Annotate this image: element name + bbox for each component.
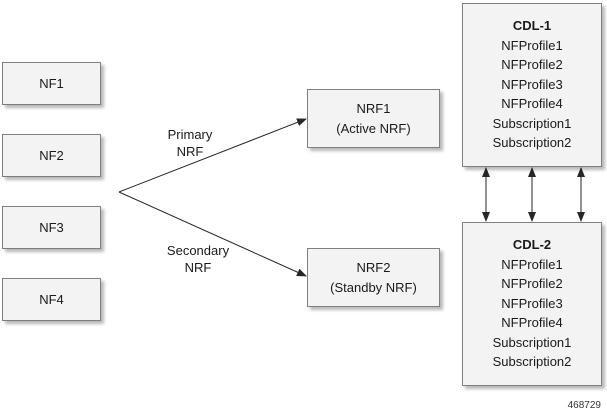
nrf1-name: NRF1 — [356, 101, 391, 116]
cdl1-box: CDL-1 NFProfile1 NFProfile2 NFProfile3 N… — [462, 3, 602, 167]
secondary-nrf-label: Secondary NRF — [150, 242, 246, 276]
figure-id: 468729 — [567, 400, 601, 411]
cdl2-title: CDL-2 — [512, 237, 552, 252]
nrf1-box: NRF1 (Active NRF) — [307, 89, 440, 148]
cdl1-title: CDL-1 — [512, 18, 552, 33]
secondary-arrow — [118, 191, 307, 277]
cdl2-item: NFProfile2 — [501, 276, 563, 291]
cdl2-item: NFProfile4 — [501, 315, 563, 330]
nf3-label: NF3 — [39, 219, 64, 235]
nf4-box: NF4 — [2, 278, 101, 321]
cdl2-item: Subscription2 — [492, 354, 572, 369]
nf2-label: NF2 — [39, 147, 64, 163]
cdl2-item: NFProfile1 — [501, 256, 563, 272]
cdl1-item: Subscription2 — [492, 135, 572, 150]
secondary-label-line2: NRF — [184, 260, 212, 275]
cdl1-item: NFProfile1 — [501, 37, 563, 53]
cdl1-item: Subscription1 — [492, 115, 572, 131]
cdl2-item: NFProfile3 — [501, 295, 563, 311]
primary-label-line2: NRF — [176, 144, 204, 159]
nrf2-box: NRF2 (Standby NRF) — [307, 248, 440, 307]
primary-arrow — [118, 118, 307, 193]
nf4-label: NF4 — [39, 291, 64, 307]
secondary-label-line1: Secondary — [166, 243, 230, 258]
nrf2-role: (Standby NRF) — [330, 279, 417, 295]
cdl1-item: NFProfile4 — [501, 96, 563, 111]
nf3-box: NF3 — [2, 206, 101, 249]
nrf2-name: NRF2 — [356, 260, 391, 275]
cdl2-item: Subscription1 — [492, 334, 572, 350]
cdl1-item: NFProfile3 — [501, 76, 563, 92]
nf1-label: NF1 — [39, 75, 64, 91]
primary-nrf-label: Primary NRF — [150, 126, 230, 160]
nrf1-role: (Active NRF) — [336, 120, 411, 136]
primary-label-line1: Primary — [167, 127, 213, 142]
nf1-box: NF1 — [2, 62, 101, 105]
cdl2-box: CDL-2 NFProfile1 NFProfile2 NFProfile3 N… — [462, 222, 602, 386]
cdl1-item: NFProfile2 — [501, 57, 563, 72]
nf2-box: NF2 — [2, 134, 101, 177]
